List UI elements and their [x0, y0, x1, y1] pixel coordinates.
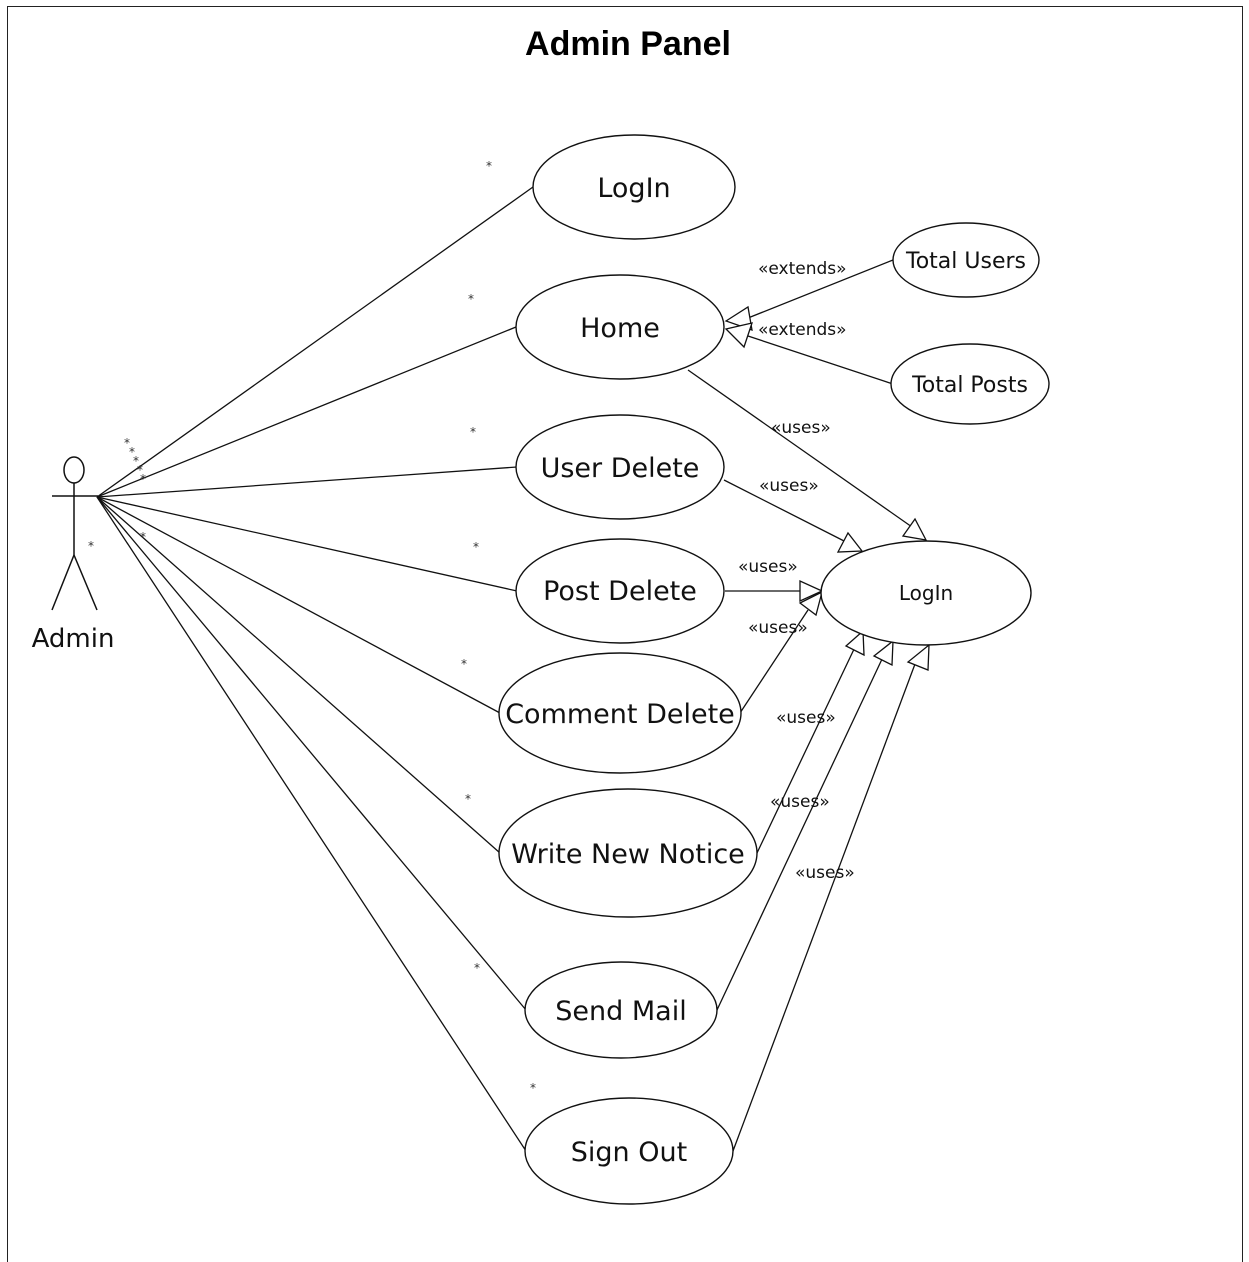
use-case-total-posts[interactable] [890, 343, 1050, 425]
label-uses-send-mail: «uses» [770, 792, 830, 812]
assoc-post-delete [96, 496, 518, 592]
uses-arrowhead-post-delete [799, 579, 824, 603]
label-extends-total-posts: «extends» [758, 320, 847, 340]
multiplicity-login: * [486, 159, 492, 173]
multiplicity-sign-out: * [530, 1081, 536, 1095]
uses-line-write-new-notice [756, 644, 857, 854]
extends-line-total-users [747, 259, 894, 319]
label-uses-home: «uses» [771, 418, 831, 438]
label-uses-write-new-notice: «uses» [776, 708, 836, 728]
use-case-label-home: Home [580, 313, 660, 344]
multiplicity-home: * [468, 292, 474, 306]
use-case-label-login-top: LogIn [597, 173, 670, 204]
use-case-label-total-users: Total Users [905, 249, 1026, 274]
uses-line-home [687, 369, 913, 528]
multiplicity-send-mail: * [474, 961, 480, 975]
use-case-label-login-right: LogIn [899, 581, 953, 605]
extends-line-total-posts [747, 335, 894, 385]
use-case-home[interactable] [515, 274, 725, 380]
uses-line-sign-out [732, 655, 919, 1152]
multiplicity-actor-g: * [140, 472, 146, 486]
actor-associations [96, 186, 534, 1152]
assoc-sign-out [96, 496, 527, 1152]
uses-arrowhead-write-new-notice [844, 629, 865, 657]
use-case-label-post-delete: Post Delete [543, 576, 697, 607]
label-uses-comment-delete: «uses» [748, 618, 808, 638]
diagram-title: Admin Panel [525, 25, 731, 63]
use-case-label-total-posts: Total Posts [911, 373, 1028, 398]
use-case-user-delete[interactable] [515, 414, 725, 520]
assoc-write-new-notice [96, 496, 501, 854]
multiplicity-actor-b: * [140, 530, 146, 544]
extends-arrowhead-total-posts [724, 322, 753, 349]
uses-arrowhead-home [901, 517, 928, 541]
assoc-home [96, 326, 517, 498]
multiplicity-comment-delete: * [461, 657, 467, 671]
use-case-label-user-delete: User Delete [541, 453, 700, 484]
assoc-user-delete [96, 466, 518, 498]
use-case-sign-out[interactable] [524, 1097, 734, 1205]
use-case-label-send-mail: Send Mail [555, 996, 686, 1027]
actor-right-leg [73, 554, 98, 611]
use-case-comment-delete[interactable] [498, 652, 742, 774]
uses-arrowhead-sign-out [906, 643, 930, 671]
actor-label: Admin [32, 624, 115, 654]
use-case-login-right[interactable] [820, 540, 1032, 646]
label-extends-total-users: «extends» [758, 259, 847, 279]
label-uses-post-delete: «uses» [738, 557, 798, 577]
uses-line-send-mail [716, 656, 884, 1011]
uses-arrowhead-send-mail [872, 639, 894, 667]
uses-line-comment-delete [739, 609, 809, 714]
multiplicity-user-delete: * [470, 425, 476, 439]
stereotype-labels: «extends» «extends» «uses» «uses» «uses»… [738, 259, 855, 883]
actor-admin[interactable] [51, 456, 98, 611]
use-case-shapes [498, 134, 1050, 1205]
assoc-login [96, 186, 534, 498]
label-uses-sign-out: «uses» [795, 863, 855, 883]
use-case-labels: LogIn Home User Delete Post Delete Comme… [505, 173, 1028, 1168]
label-uses-user-delete: «uses» [759, 476, 819, 496]
use-case-total-users[interactable] [892, 222, 1040, 298]
actor-left-leg [51, 554, 75, 611]
actor-head [63, 456, 85, 484]
assoc-comment-delete [96, 496, 501, 714]
multiplicity-write-new-notice: * [465, 792, 471, 806]
multiplicity-markers: * * * * * * * * * * * * * * * [88, 159, 536, 1095]
uses-arrowhead-comment-delete [798, 590, 823, 617]
use-case-label-comment-delete: Comment Delete [505, 699, 735, 730]
use-case-post-delete[interactable] [515, 538, 725, 644]
assoc-send-mail [96, 496, 527, 1011]
uses-line-user-delete [723, 479, 849, 544]
uses-arrowhead-user-delete [836, 531, 864, 553]
diagram-frame [7, 6, 1243, 1262]
multiplicity-actor-c: * [124, 436, 130, 450]
relationship-lines [687, 259, 919, 1152]
use-case-label-sign-out: Sign Out [571, 1137, 687, 1168]
use-case-send-mail[interactable] [524, 961, 718, 1059]
multiplicity-post-delete: * [473, 540, 479, 554]
multiplicity-actor-d: * [129, 445, 135, 459]
multiplicity-actor-e: * [133, 454, 139, 468]
use-case-login-top[interactable] [532, 134, 736, 240]
multiplicity-actor-a: * [88, 539, 94, 553]
arrowheads [724, 305, 930, 671]
multiplicity-actor-f: * [137, 463, 143, 477]
use-case-write-new-notice[interactable] [498, 788, 758, 918]
use-case-label-write-new-notice: Write New Notice [511, 839, 745, 870]
